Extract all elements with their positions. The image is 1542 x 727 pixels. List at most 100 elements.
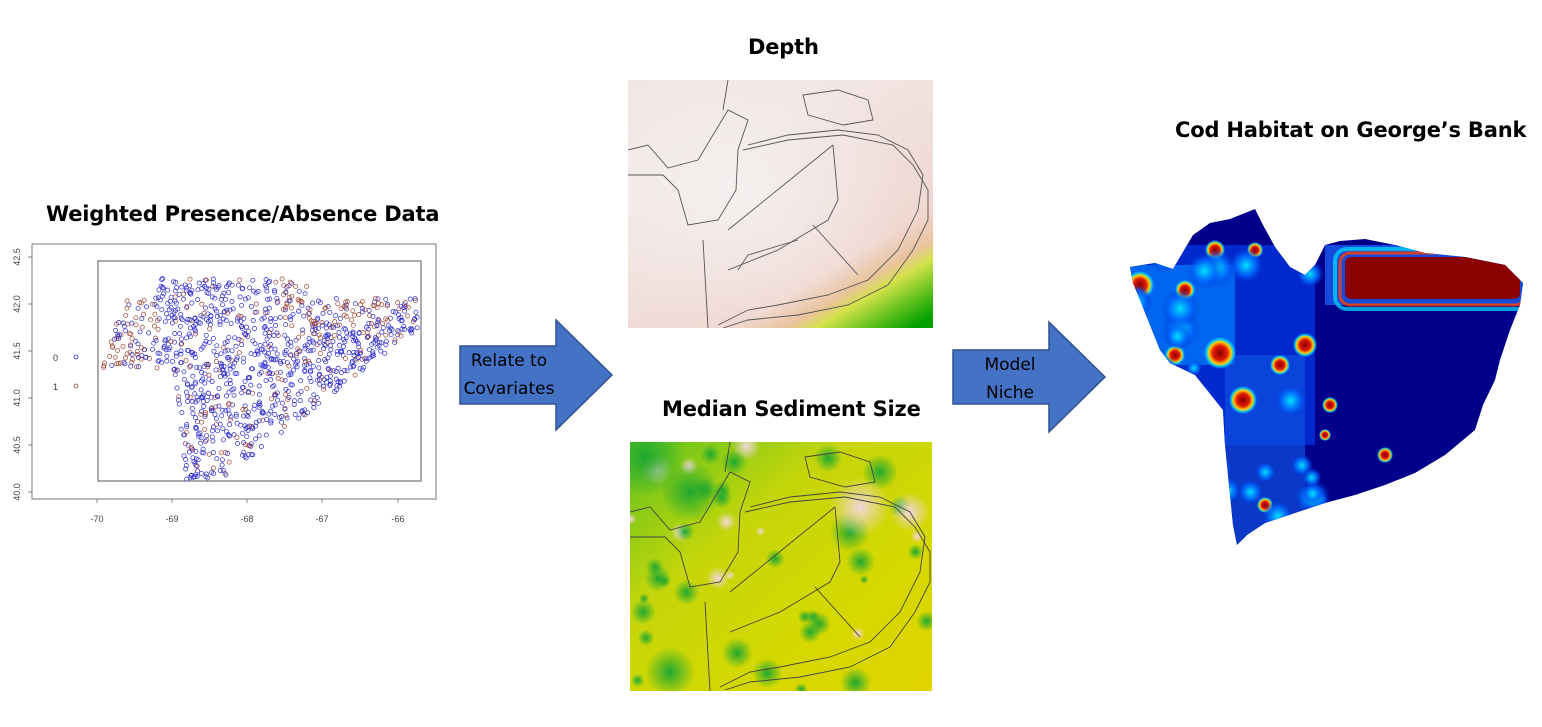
scatter-point	[279, 419, 285, 425]
scatter-point	[278, 360, 284, 366]
scatter-point	[184, 319, 190, 325]
scatter-point	[259, 316, 265, 322]
scatter-point	[256, 433, 262, 439]
scatter-point	[136, 364, 142, 369]
scatter-point	[116, 332, 122, 338]
scatter-point	[278, 429, 284, 435]
scatter-point	[129, 359, 135, 365]
scatter-point	[217, 321, 223, 327]
scatter-point	[269, 396, 274, 402]
scatter-point	[232, 360, 238, 366]
scatter-point	[224, 393, 229, 399]
scatter-point	[284, 415, 290, 421]
scatter-point	[354, 356, 360, 362]
y-tick-label: 40.5	[12, 436, 22, 454]
scatter-point	[245, 414, 251, 420]
scatter-point	[195, 297, 201, 303]
scatter-point	[245, 428, 251, 433]
scatter-point	[334, 351, 340, 357]
scatter-point	[252, 352, 258, 358]
scatter-point	[332, 332, 337, 338]
scatter-point	[199, 370, 205, 375]
scatter-point	[268, 420, 274, 426]
scatter-point	[323, 305, 329, 311]
scatter-point	[109, 362, 115, 368]
scatter-point	[226, 334, 232, 340]
sediment-spot	[839, 667, 872, 691]
scatter-point	[229, 282, 235, 288]
scatter-point	[152, 311, 158, 317]
scatter-point	[184, 335, 189, 341]
scatter-point	[283, 322, 289, 328]
scatter-point	[144, 304, 149, 310]
scatter-point	[204, 433, 210, 439]
scatter-point	[240, 325, 245, 331]
scatter-point	[184, 381, 190, 387]
scatter-point	[203, 474, 209, 480]
scatter-point	[293, 283, 299, 289]
scatter-point	[370, 313, 376, 319]
scatter-point	[344, 314, 350, 320]
scatter-point	[279, 377, 285, 383]
scatter-point	[192, 391, 198, 397]
scatter-point	[268, 316, 274, 322]
scatter-point	[327, 381, 333, 387]
scatter-point	[192, 316, 198, 322]
scatter-point	[227, 381, 233, 387]
scatter-point	[210, 335, 216, 341]
scatter-point	[378, 348, 384, 354]
scatter-point	[321, 383, 327, 389]
scatter-point	[204, 437, 209, 443]
scatter-point	[188, 363, 194, 369]
scatter-point	[168, 338, 174, 344]
scatter-point	[332, 389, 337, 395]
scatter-point	[194, 463, 200, 469]
scatter-point	[254, 348, 260, 354]
scatter-point	[293, 359, 299, 365]
scatter-point	[190, 410, 196, 416]
scatter-point	[202, 426, 208, 432]
scatter-point	[310, 300, 316, 306]
scatter-point	[227, 363, 233, 369]
habitat-cyan-patch	[1228, 247, 1264, 283]
scatter-point	[195, 287, 201, 293]
scatter-point	[190, 373, 196, 379]
scatter-point	[181, 369, 187, 375]
scatter-point	[211, 471, 216, 477]
scatter-point	[244, 434, 250, 440]
scatter-point	[282, 377, 288, 383]
scatter-point	[365, 326, 371, 332]
scatter-point	[116, 320, 122, 326]
scatter-point	[179, 317, 185, 323]
scatter-point	[351, 352, 357, 358]
scatter-point	[209, 408, 215, 414]
scatter-point	[214, 352, 220, 358]
scatter-point	[312, 321, 318, 327]
y-tick-label: 40.0	[12, 483, 22, 501]
scatter-point	[257, 342, 263, 348]
scatter-point	[214, 343, 220, 349]
scatter-point	[251, 288, 256, 294]
scatter-point	[178, 360, 184, 366]
scatter-point	[194, 365, 200, 370]
scatter-point	[392, 339, 398, 345]
scatter-point	[236, 313, 242, 319]
scatter-point	[203, 361, 209, 367]
scatter-point	[257, 402, 263, 408]
scatter-point	[265, 371, 271, 377]
scatter-point	[210, 276, 216, 282]
scatter-point	[205, 362, 211, 368]
scatter-point	[235, 318, 241, 324]
scatter-point	[155, 326, 161, 332]
scatter-point	[208, 303, 214, 309]
scatter-point	[296, 288, 302, 294]
scatter-point	[248, 443, 254, 449]
sediment-spot	[630, 513, 637, 525]
scatter-point	[372, 303, 377, 309]
scatter-point	[176, 291, 182, 297]
scatter-point	[198, 411, 204, 417]
scatter-point	[252, 326, 257, 331]
scatter-point	[307, 375, 313, 381]
presence-scatter-plot: 40.040.541.041.542.042.5 -70-69-68-67-66…	[12, 243, 437, 524]
scatter-point	[162, 319, 168, 325]
